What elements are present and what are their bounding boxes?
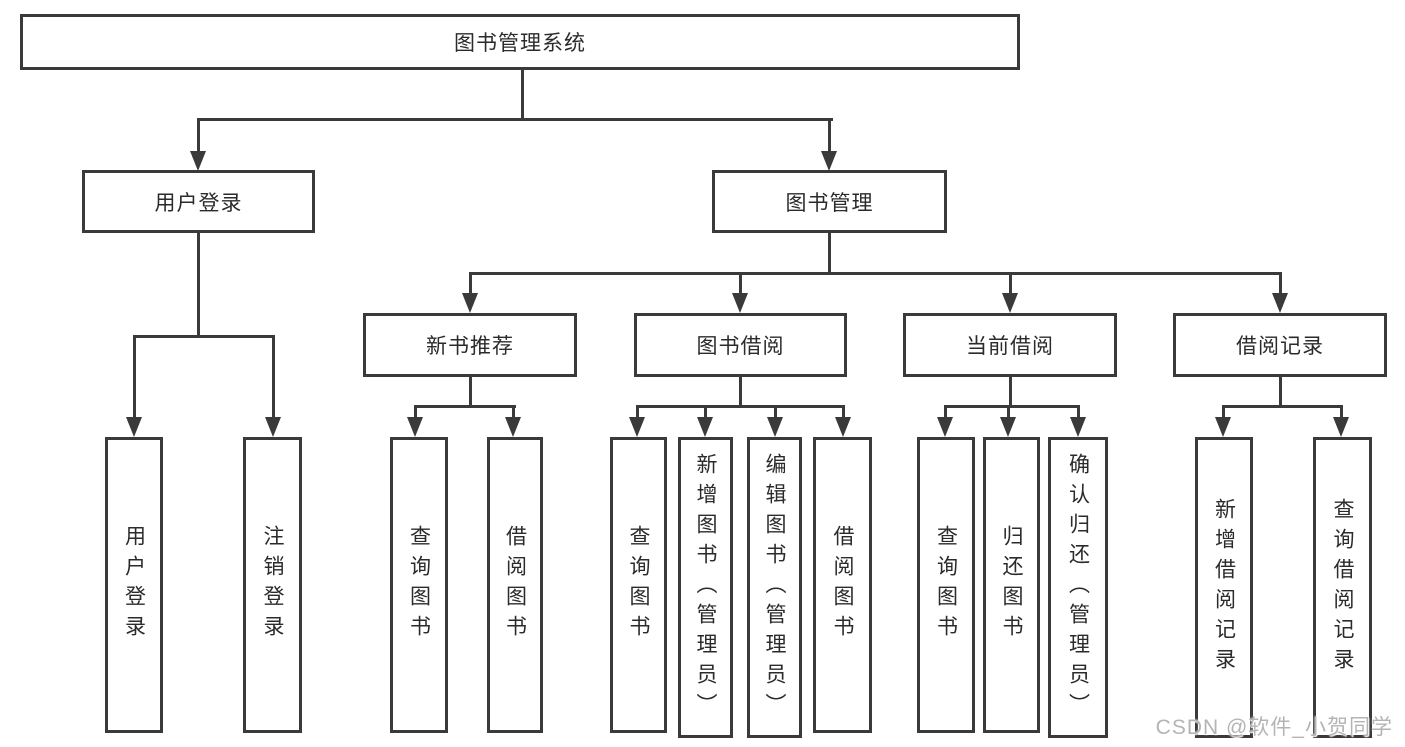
node-current-borrow-label: 当前借阅 [966,335,1054,358]
connector-line [469,272,1282,275]
arrow-down-icon [732,293,748,313]
connector-line [469,377,472,405]
leaf-return-books-label: 归还图书 [1000,525,1023,645]
connector-line [1222,405,1225,417]
connector-line [272,335,275,417]
connector-line [636,405,639,417]
arrow-down-icon [937,417,953,437]
node-root-label: 图书管理系统 [454,32,586,55]
leaf-query-books-1: 查询图书 [390,437,448,733]
arrow-down-icon [1333,417,1349,437]
connector-line [1279,272,1282,293]
leaf-query-books-2-label: 查询图书 [627,525,650,645]
leaf-query-borrow-record-label: 查询借阅记录 [1331,497,1354,678]
leaf-add-books-admin: 新增图书（管理员） [678,437,733,738]
leaf-logout: 注销登录 [243,437,302,733]
connector-line [197,118,833,121]
connector-line [1007,405,1010,417]
connector-line [197,118,200,152]
node-user-login-label: 用户登录 [154,191,243,215]
leaf-borrow-books-2-label: 借阅图书 [831,525,854,645]
arrow-down-icon [1000,417,1016,437]
connector-line [133,335,275,338]
leaf-add-borrow-record-label: 新增借阅记录 [1212,497,1236,678]
arrow-down-icon [835,417,851,437]
node-root-system: 图书管理系统 [20,14,1020,70]
arrow-down-icon [126,417,142,437]
arrow-down-icon [190,151,206,171]
connector-line [636,405,845,408]
connector-line [1009,272,1012,293]
leaf-borrow-books-1-label: 借阅图书 [503,525,527,645]
leaf-query-borrow-record: 查询借阅记录 [1313,437,1372,738]
leaf-query-books-3-label: 查询图书 [934,525,958,645]
arrow-down-icon [821,151,837,171]
connector-line [828,233,831,272]
arrow-down-icon [1002,293,1018,313]
connector-line [414,405,417,417]
connector-line [521,70,524,118]
connector-line [197,233,200,335]
connector-line [739,272,742,293]
arrow-down-icon [1070,417,1086,437]
arrow-down-icon [1215,417,1231,437]
leaf-user-login-label: 用户登录 [122,525,146,645]
leaf-add-borrow-record: 新增借阅记录 [1195,437,1253,738]
connector-line [944,405,1080,408]
arrow-down-icon [407,417,423,437]
connector-line [1077,405,1080,417]
connector-line [1222,405,1343,408]
watermark: CSDN @软件_小贺同学 [1155,716,1393,739]
leaf-confirm-return-admin-label: 确认归还（管理员） [1066,452,1090,723]
connector-line [739,377,742,405]
leaf-confirm-return-admin: 确认归还（管理员） [1048,437,1108,738]
leaf-edit-books-admin-label: 编辑图书（管理员） [763,452,786,723]
arrow-down-icon [1272,293,1288,313]
node-borrow-records: 借阅记录 [1173,313,1387,377]
leaf-logout-label: 注销登录 [261,525,284,645]
arrow-down-icon [629,417,645,437]
arrow-down-icon [462,293,478,313]
leaf-edit-books-admin: 编辑图书（管理员） [747,437,802,738]
node-new-books-label: 新书推荐 [426,335,514,358]
leaf-borrow-books-2: 借阅图书 [813,437,872,733]
connector-line [774,405,777,417]
leaf-borrow-books-1: 借阅图书 [487,437,543,733]
node-borrow-records-label: 借阅记录 [1236,335,1324,358]
arrow-down-icon [505,417,521,437]
node-book-borrow: 图书借阅 [634,313,847,377]
leaf-query-books-1-label: 查询图书 [407,525,431,645]
arrow-down-icon [767,417,783,437]
connector-line [1279,377,1282,405]
node-user-login: 用户登录 [82,170,315,233]
connector-line [704,405,707,417]
connector-line [133,335,136,417]
connector-line [1340,405,1343,417]
leaf-add-books-admin-label: 新增图书（管理员） [694,452,717,723]
node-current-borrow: 当前借阅 [903,313,1117,377]
leaf-query-books-3: 查询图书 [917,437,975,733]
connector-line [512,405,515,417]
connector-line [944,405,947,417]
leaf-query-books-2: 查询图书 [610,437,667,733]
connector-line [469,272,472,293]
node-book-mgmt: 图书管理 [712,170,947,233]
node-new-books: 新书推荐 [363,313,577,377]
connector-line [414,405,516,408]
connector-line [828,118,831,152]
leaf-user-login: 用户登录 [105,437,163,733]
leaf-return-books: 归还图书 [983,437,1040,733]
connector-line [842,405,845,417]
connector-line [1009,377,1012,405]
node-book-borrow-label: 图书借阅 [696,335,785,358]
arrow-down-icon [697,417,713,437]
arrow-down-icon [265,417,281,437]
node-book-mgmt-label: 图书管理 [785,191,874,215]
